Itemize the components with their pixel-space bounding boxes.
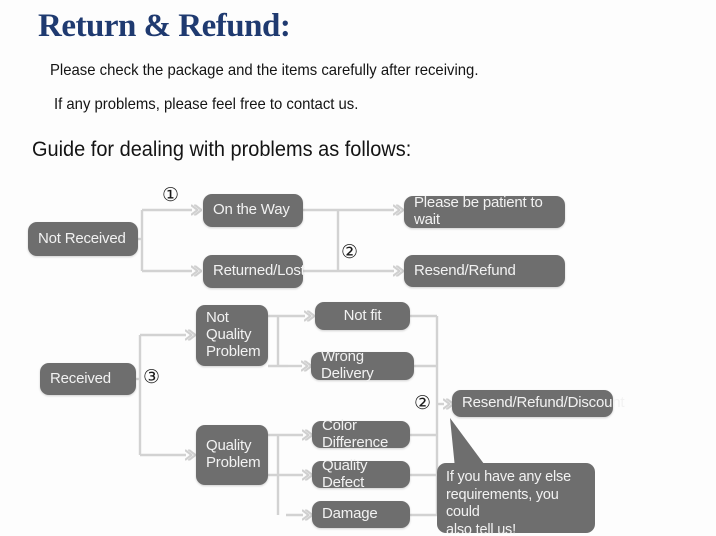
node-resend-refund[interactable]: Resend/Refund (404, 255, 565, 287)
callout-bubble: If you have any else requirements, you c… (437, 463, 595, 536)
node-wrong-delivery[interactable]: Wrong Delivery (311, 348, 414, 382)
callout-line-1: If you have any else (446, 469, 571, 485)
node-please-be-patient[interactable]: Please be patient to wait (404, 194, 565, 228)
callout-line-2: requirements, you could (446, 486, 559, 521)
node-color-difference[interactable]: Color Difference (312, 417, 410, 450)
node-not-fit[interactable]: Not fit (315, 302, 410, 330)
node-not-quality-problem[interactable]: Not Quality Problem (196, 305, 268, 366)
step-marker-1: ① (162, 185, 180, 206)
guide-heading: Guide for dealing with problems as follo… (32, 138, 412, 161)
node-on-the-way[interactable]: On the Way (203, 194, 303, 227)
node-not-received[interactable]: Not Received (28, 222, 138, 256)
step-marker-2-top: ② (341, 242, 359, 263)
node-quality-defect[interactable]: Quality Defect (312, 457, 410, 490)
step-marker-3: ③ (143, 367, 161, 388)
callout-line-3: also tell us! (446, 522, 516, 536)
instruction-line-2: If any problems, please feel free to con… (54, 96, 359, 113)
node-received[interactable]: Received (40, 363, 136, 395)
node-damage[interactable]: Damage (312, 501, 410, 528)
node-quality-problem[interactable]: Quality Problem (196, 425, 268, 485)
step-marker-2-bottom: ② (414, 393, 432, 414)
instruction-line-1: Please check the package and the items c… (50, 62, 479, 79)
node-resend-refund-discount[interactable]: Resend/Refund/Discount (452, 390, 625, 417)
page-title: Return & Refund: (38, 8, 291, 44)
node-returned-lost[interactable]: Returned/Lost (203, 255, 305, 288)
